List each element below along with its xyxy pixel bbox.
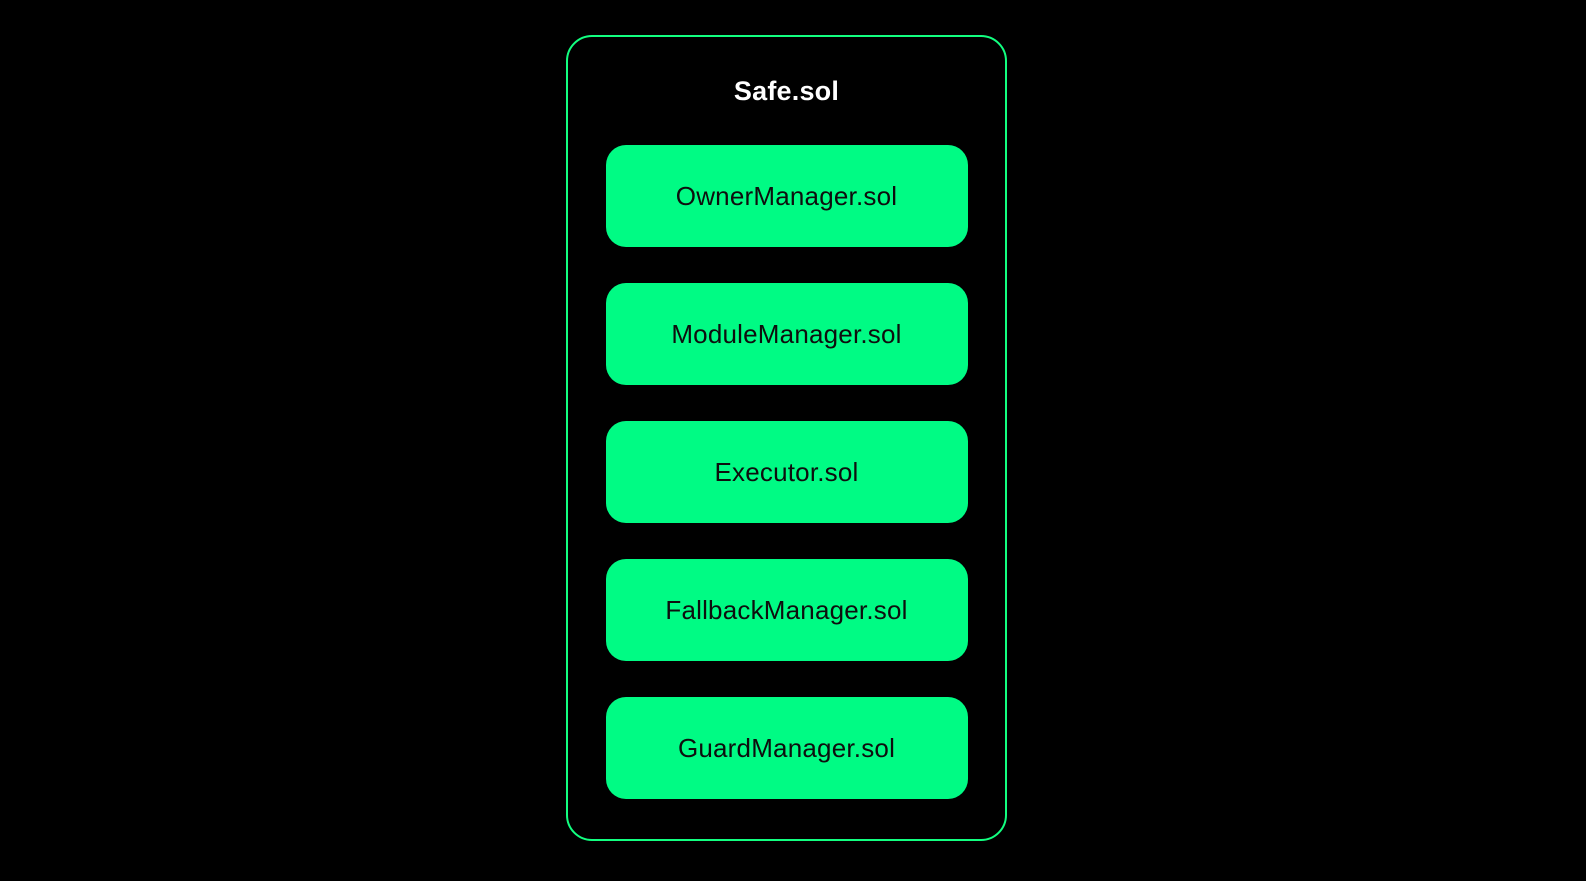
module-box-ownermanager: OwnerManager.sol bbox=[605, 145, 968, 247]
module-box-fallbackmanager: FallbackManager.sol bbox=[605, 559, 968, 661]
module-box-guardmanager: GuardManager.sol bbox=[605, 697, 968, 799]
module-box-modulemanager: ModuleManager.sol bbox=[605, 283, 968, 385]
module-label: GuardManager.sol bbox=[677, 732, 896, 763]
module-label: ModuleManager.sol bbox=[671, 318, 902, 349]
diagram-title: Safe.sol bbox=[733, 76, 840, 106]
module-list: OwnerManager.sol ModuleManager.sol Execu… bbox=[605, 145, 968, 799]
module-box-executor: Executor.sol bbox=[605, 421, 968, 523]
module-label: OwnerManager.sol bbox=[675, 180, 898, 211]
module-label: FallbackManager.sol bbox=[665, 594, 908, 625]
safe-sol-container: Safe.sol OwnerManager.sol ModuleManager.… bbox=[566, 35, 1007, 841]
module-label: Executor.sol bbox=[714, 456, 859, 487]
